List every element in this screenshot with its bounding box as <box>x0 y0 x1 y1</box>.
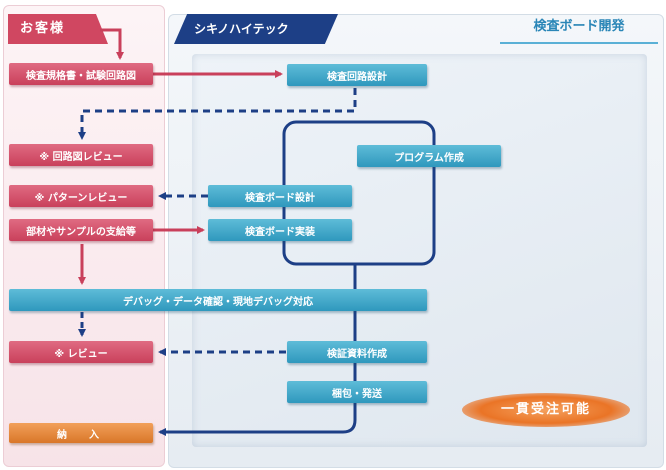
arrow-to-delivery <box>158 264 357 436</box>
arrow-circuit-design-to-review <box>78 88 357 140</box>
step-program: プログラム作成 <box>357 145 501 167</box>
one-stop-badge: 一貫受注可能 <box>462 393 630 427</box>
step-packing: 梱包・発送 <box>287 381 427 403</box>
department-header: 検査ボード開発 <box>500 14 658 44</box>
customer-header: お客様 <box>8 14 108 44</box>
step-pattern-review: ※ パターンレビュー <box>9 185 153 207</box>
step-spec: 検査規格書・試験回路図 <box>9 63 153 85</box>
arrow-header-to-spec <box>100 28 124 60</box>
step-review: ※ レビュー <box>9 341 153 363</box>
step-circuit-design: 検査回路設計 <box>287 64 427 86</box>
step-parts-supply: 部材やサンプルの支給等 <box>9 219 153 241</box>
company-header: シキノハイテック <box>174 14 338 44</box>
step-board-mount: 検査ボード実装 <box>208 219 352 241</box>
step-board-design: 検査ボード設計 <box>208 185 352 207</box>
step-circuit-review: ※ 回路図レビュー <box>9 144 153 166</box>
step-debug: デバッグ・データ確認・現地デバッグ対応 <box>9 289 427 311</box>
step-docs: 検証資料作成 <box>287 341 427 363</box>
step-delivery: 納 入 <box>9 423 153 443</box>
